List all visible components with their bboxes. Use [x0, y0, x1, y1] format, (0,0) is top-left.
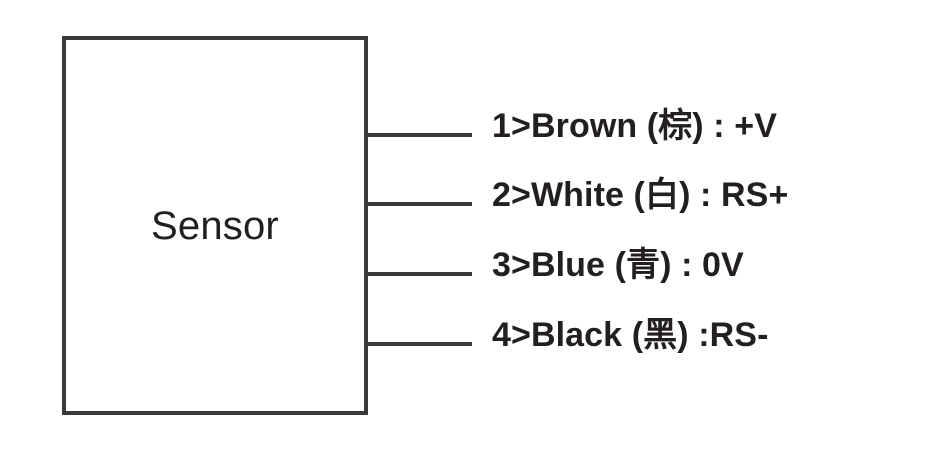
pin-label-1: 1>Brown (棕) : +V — [492, 107, 777, 145]
lead-line-pin-3 — [366, 272, 472, 276]
lead-line-pin-1 — [366, 133, 472, 137]
pin-label-3: 3>Blue (青) : 0V — [492, 246, 744, 284]
pin-label-2: 2>White (白) : RS+ — [492, 176, 789, 214]
lead-line-pin-4 — [366, 342, 472, 346]
lead-line-pin-2 — [366, 202, 472, 206]
sensor-block: Sensor — [62, 36, 368, 415]
pin-label-4: 4>Black (黑) :RS- — [492, 316, 769, 354]
sensor-block-label: Sensor — [151, 203, 279, 248]
